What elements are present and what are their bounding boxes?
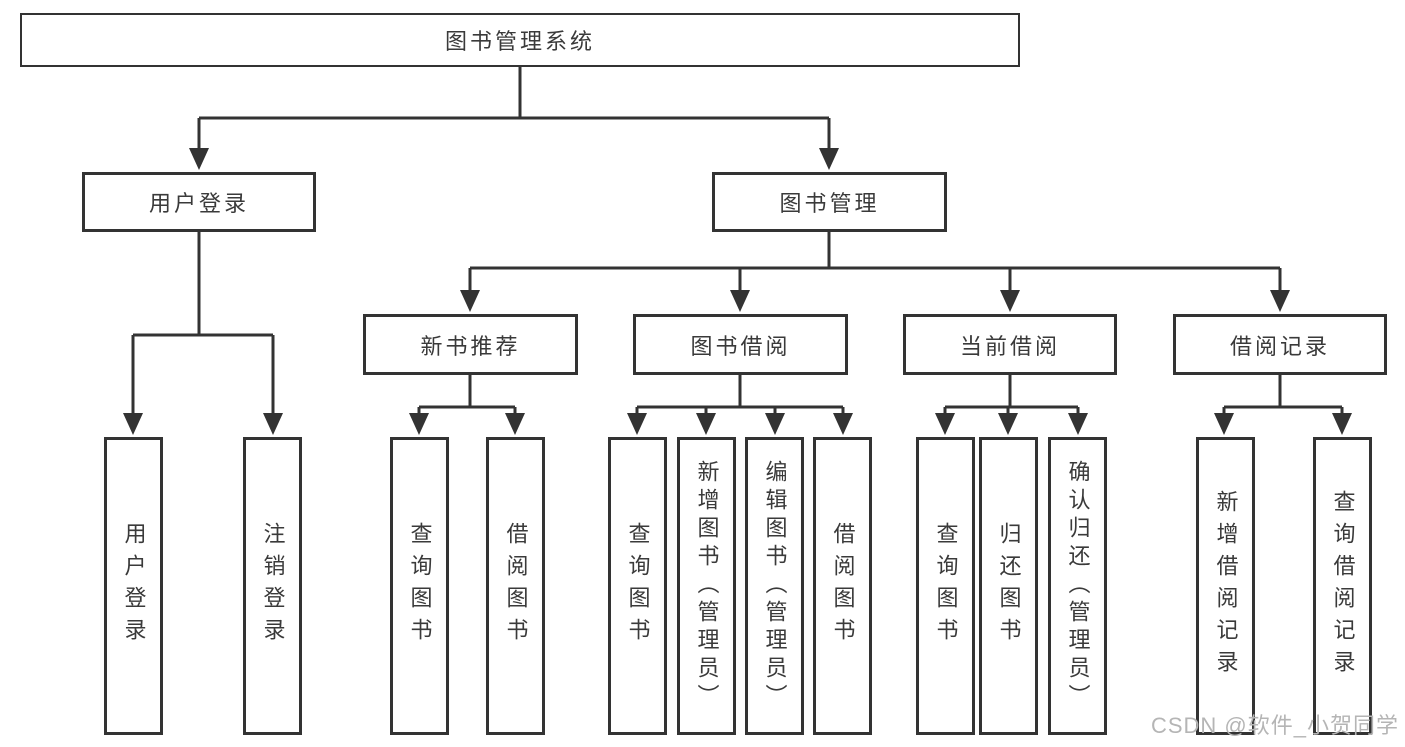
node-book-borrowing: 图书借阅 [633,314,848,375]
arrowhead [460,290,480,312]
arrowhead [505,413,525,435]
arrowhead [998,413,1018,435]
node-current-borrowing: 当前借阅 [903,314,1117,375]
node-user-login: 用户登录 [82,172,316,232]
leaf-add-borrow-record: 新增借阅记录 [1196,437,1255,735]
arrowhead [263,413,283,435]
arrowhead [696,413,716,435]
leaf-user-login: 用户登录 [104,437,163,735]
node-new-book-recommendation: 新书推荐 [363,314,578,375]
arrowhead [123,413,143,435]
connector-borrow-records-children [1214,375,1352,435]
leaf-return-books: 归还图书 [979,437,1038,735]
node-book-management: 图书管理 [712,172,947,232]
leaf-confirm-return-admin: 确认归还（管理员） [1048,437,1107,735]
leaf-query-books-current: 查询图书 [916,437,975,735]
connector-new-book-recommend-children [409,375,525,435]
csdn-watermark: CSDN @软件_小贺同学 [1150,713,1399,738]
connector-current-borrow-children [935,375,1088,435]
connector-root-to-level2 [189,67,839,170]
leaf-add-book-admin: 新增图书（管理员） [677,437,736,735]
arrowhead [1214,413,1234,435]
node-root: 图书管理系统 [20,13,1020,67]
connector-book-borrow-children [627,375,853,435]
leaf-borrow-books-recommend: 借阅图书 [486,437,545,735]
arrowhead [409,413,429,435]
leaf-query-books-borrow: 查询图书 [608,437,667,735]
leaf-query-borrow-record: 查询借阅记录 [1313,437,1372,735]
connector-book-management-children [460,232,1290,312]
leaf-logout: 注销登录 [243,437,302,735]
arrowhead [1332,413,1352,435]
arrowhead [1000,290,1020,312]
arrowhead [935,413,955,435]
arrowhead [819,148,839,170]
leaf-edit-book-admin: 编辑图书（管理员） [745,437,804,735]
arrowhead [627,413,647,435]
arrowhead [189,148,209,170]
arrowhead [1068,413,1088,435]
arrowhead [833,413,853,435]
leaf-borrow-books: 借阅图书 [813,437,872,735]
leaf-query-books-recommend: 查询图书 [390,437,449,735]
arrowhead [1270,290,1290,312]
arrowhead [730,290,750,312]
connector-user-login-children [123,232,283,435]
arrowhead [765,413,785,435]
node-borrowing-records: 借阅记录 [1173,314,1387,375]
